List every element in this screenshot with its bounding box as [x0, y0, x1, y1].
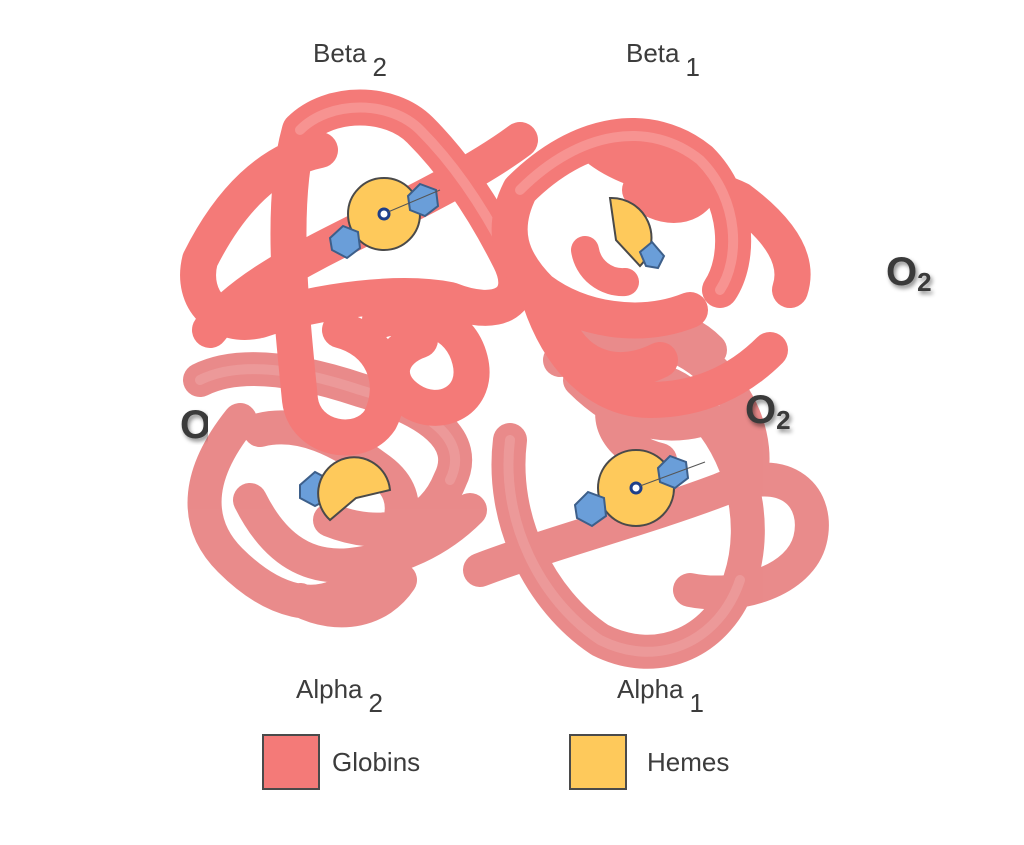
legend-item-globins: Globins	[262, 734, 420, 790]
oxygen-symbol: O	[180, 405, 208, 445]
beta2-label-name: Beta	[313, 38, 367, 68]
beta1-globin-chain	[491, 118, 811, 418]
alpha2-heme	[299, 456, 392, 522]
alpha1-heme	[573, 449, 706, 528]
alpha2-label-sub: 2	[368, 688, 383, 718]
legend-swatch-hemes	[569, 734, 627, 790]
legend-label-globins: Globins	[332, 746, 421, 777]
oxygen-molecule-partial: O	[180, 405, 208, 445]
alpha1-label-sub: 1	[689, 688, 704, 718]
oxygen-molecule: O2	[745, 388, 791, 433]
oxygen-subscript: 2	[776, 405, 791, 435]
oxygen-molecule: O2	[886, 250, 932, 295]
alpha1-globin-chain	[463, 309, 829, 669]
oxygen-symbol: O	[886, 250, 918, 294]
legend-swatch-globins	[262, 734, 320, 790]
beta2-heme	[328, 177, 441, 260]
beta1-heme	[571, 196, 666, 297]
alpha2-label-name: Alpha	[296, 674, 363, 704]
beta1-label-name: Beta	[626, 38, 680, 68]
oxygen-subscript: 2	[917, 267, 932, 297]
beta1-label-sub: 1	[685, 52, 700, 82]
alpha1-label-name: Alpha	[617, 674, 684, 704]
legend-label-hemes: Hemes	[647, 746, 730, 777]
oxygen-symbol: O	[745, 388, 777, 432]
legend-item-hemes: Hemes	[569, 734, 729, 790]
beta2-label-sub: 2	[372, 52, 387, 82]
